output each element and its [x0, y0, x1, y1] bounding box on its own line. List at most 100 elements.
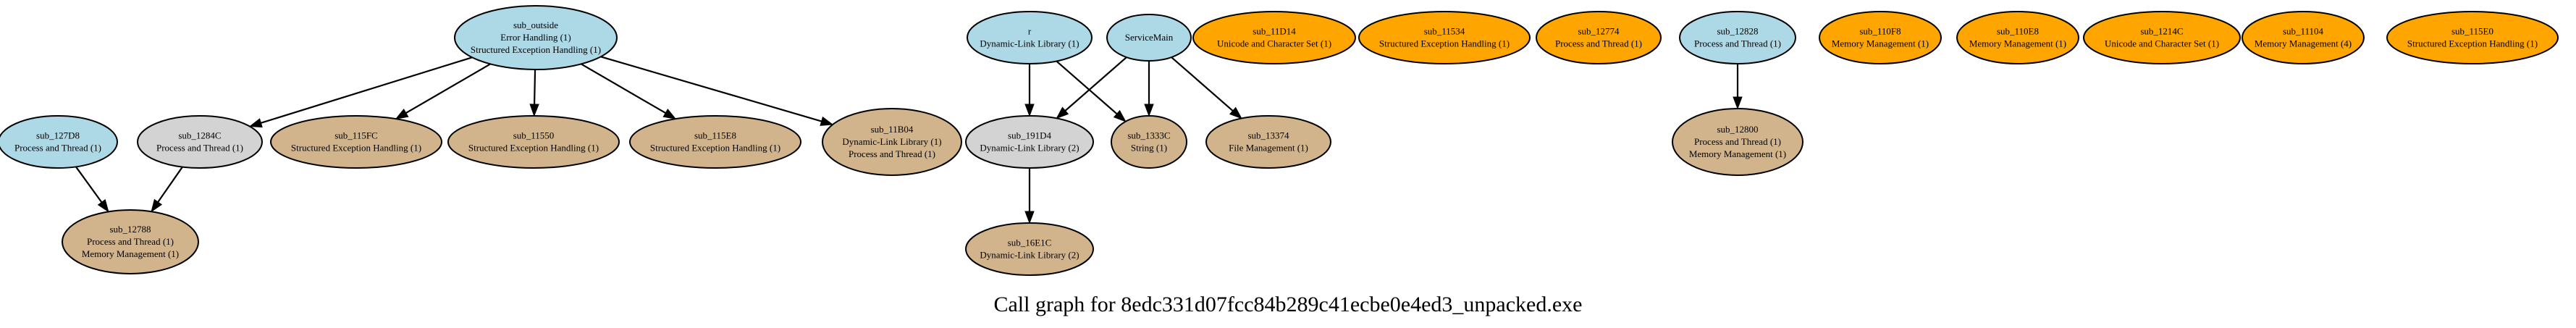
edge-line	[533, 69, 536, 105]
node-ellipse	[822, 108, 962, 176]
node-title: sub_1333C	[1127, 130, 1170, 141]
node-capability-label: Structured Exception Handling (1)	[468, 143, 599, 154]
call-edge	[1024, 168, 1035, 224]
node-ellipse	[270, 115, 442, 169]
graph-node: ServiceMain	[1106, 14, 1192, 62]
node-capability-label: Error Handling (1)	[500, 32, 571, 43]
edge-arrowhead	[1733, 96, 1743, 110]
node-capability-label: Structured Exception Handling (1)	[1379, 38, 1510, 49]
node-capability-label: Process and Thread (1)	[87, 236, 174, 247]
edge-line	[405, 63, 491, 114]
node-capability-label: Unicode and Character Set (1)	[1217, 38, 1331, 49]
node-title: sub_12828	[1717, 26, 1758, 37]
node-title: sub_outside	[513, 20, 558, 30]
node-title: sub_16E1C	[1008, 237, 1052, 248]
edge-arrowhead	[662, 109, 677, 119]
node-capability-label: Memory Management (1)	[1832, 38, 1929, 49]
node-ellipse	[1672, 108, 1803, 176]
call-edge	[1171, 56, 1242, 119]
node-ellipse	[965, 222, 1094, 276]
call-edge	[1024, 64, 1035, 117]
node-title: sub_115FC	[334, 130, 377, 141]
node-title: sub_12800	[1717, 124, 1758, 135]
node-title: sub_11104	[2283, 26, 2324, 37]
node-capability-label: Unicode and Character Set (1)	[2105, 38, 2219, 49]
node-ellipse	[2083, 11, 2241, 64]
node-capability-label: Structured Exception Handling (1)	[291, 143, 421, 154]
node-title: sub_11B04	[871, 124, 914, 135]
call-edge	[151, 166, 183, 213]
node-title: sub_127D8	[36, 130, 80, 141]
node-ellipse	[1192, 11, 1356, 64]
graph-caption: Call graph for 8edc331d07fcc84b289c41ecb…	[993, 293, 1582, 316]
node-capability-label: Process and Thread (1)	[849, 148, 935, 159]
call-edge	[1733, 64, 1743, 110]
node-title: sub_115E8	[694, 130, 736, 141]
node-capability-label: Process and Thread (1)	[1694, 136, 1781, 147]
node-ellipse	[1536, 11, 1662, 64]
node-capability-label: Process and Thread (1)	[156, 143, 243, 154]
node-ellipse	[0, 115, 118, 169]
node-capability-label: Process and Thread (1)	[1694, 38, 1781, 49]
node-title: sub_11550	[513, 130, 555, 141]
node-capability-label: Memory Management (1)	[82, 248, 179, 259]
call-edge	[1144, 61, 1154, 117]
edge-arrowhead	[1056, 106, 1069, 119]
node-capability-label: Memory Management (4)	[2255, 38, 2352, 49]
node-title: sub_12788	[109, 224, 151, 235]
call-edge	[1056, 56, 1127, 119]
graph-node: sub_115FC Structured Exception Handling (…	[270, 115, 442, 169]
edge-line	[1171, 56, 1234, 112]
call-edge	[529, 69, 539, 117]
edge-arrowhead	[1229, 106, 1242, 119]
edge-line	[157, 166, 183, 203]
node-ellipse	[629, 115, 801, 169]
node-capability-label: Memory Management (1)	[1689, 148, 1786, 159]
node-title: sub_191D4	[1008, 130, 1051, 141]
node-ellipse	[1106, 14, 1192, 62]
edge-line	[1064, 56, 1127, 112]
edge-arrowhead	[97, 199, 109, 213]
edge-arrowhead	[1113, 109, 1127, 122]
edges-layer	[75, 56, 1743, 224]
edge-arrowhead	[248, 118, 263, 128]
node-ellipse	[447, 115, 620, 169]
edge-arrowhead	[395, 109, 409, 119]
node-title: sub_115E0	[2451, 26, 2493, 37]
node-ellipse	[965, 115, 1094, 169]
node-title: r	[1028, 26, 1032, 37]
call-edge	[600, 56, 834, 126]
call-edge	[581, 63, 677, 119]
node-capability-label: Dynamic-Link Library (1)	[842, 136, 941, 147]
node-ellipse	[967, 11, 1093, 64]
node-capability-label: String (1)	[1131, 143, 1167, 154]
node-capability-label: Memory Management (1)	[1969, 38, 2066, 49]
graph-node: sub_16E1C Dynamic-Link Library (2)	[965, 222, 1094, 276]
node-capability-label: Process and Thread (1)	[14, 143, 101, 154]
node-capability-label: Dynamic-Link Library (2)	[980, 143, 1079, 154]
edge-line	[261, 56, 473, 124]
node-title: sub_1284C	[178, 130, 221, 141]
node-capability-label: Structured Exception Handling (1)	[471, 44, 601, 55]
graph-node: sub_1284C Process and Thread (1)	[137, 115, 263, 169]
node-capability-label: Dynamic-Link Library (2)	[980, 250, 1079, 261]
node-title: sub_13374	[1247, 130, 1289, 141]
edge-line	[1056, 60, 1118, 115]
node-title: sub_11D14	[1253, 26, 1296, 37]
node-ellipse	[1819, 11, 1942, 64]
